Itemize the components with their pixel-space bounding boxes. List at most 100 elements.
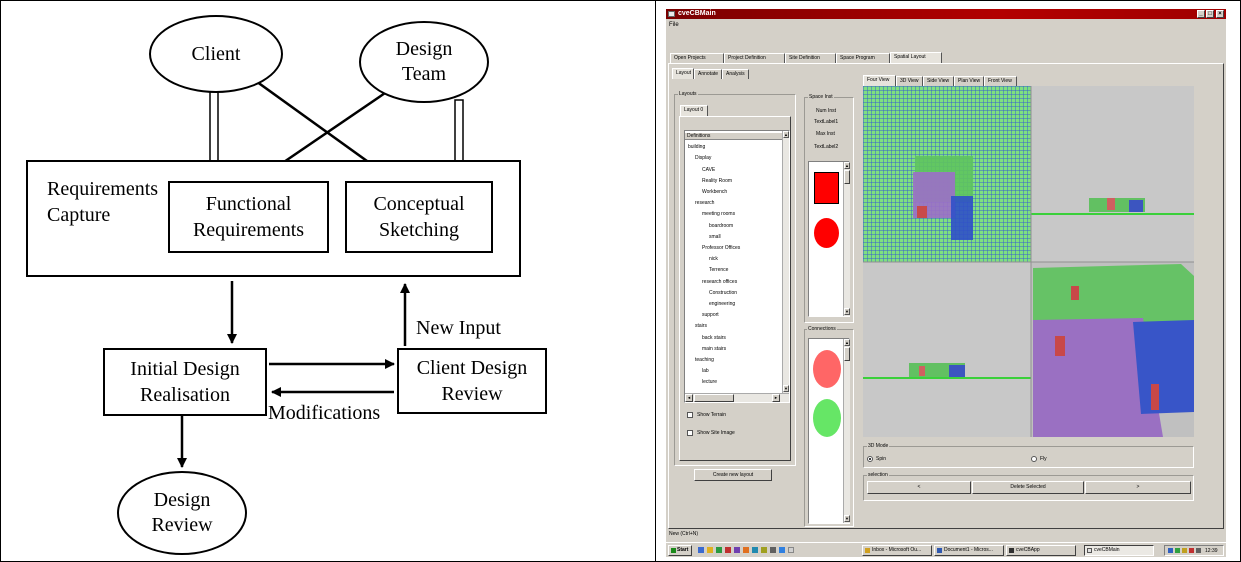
quicklaunch-icon-10[interactable] xyxy=(779,547,785,553)
quicklaunch-icon-5[interactable] xyxy=(734,547,740,553)
tab-plan-view[interactable]: Plan View xyxy=(954,76,984,86)
3d-block-blue xyxy=(1133,320,1194,414)
swatch-scroll-thumb[interactable] xyxy=(844,170,850,184)
scroll-down-icon[interactable]: ▼ xyxy=(783,385,789,392)
red-square-swatch[interactable] xyxy=(814,172,839,204)
tree-header[interactable]: Definitions xyxy=(685,133,782,140)
connections-scroll-thumb[interactable] xyxy=(844,347,850,361)
tab-3d-view[interactable]: 3D View xyxy=(896,76,923,86)
start-button[interactable]: Start xyxy=(668,545,692,556)
quicklaunch-icon-7[interactable] xyxy=(752,547,758,553)
connections-scroll-up-icon[interactable]: ▲ xyxy=(844,339,850,346)
tab-spatial-layout[interactable]: Spatial Layout xyxy=(890,52,942,63)
spin-label: Spin xyxy=(876,456,887,462)
tree-item[interactable]: building xyxy=(688,144,706,151)
tree-item[interactable]: small xyxy=(709,233,721,240)
tree-item[interactable]: research offices xyxy=(702,278,738,285)
four-view-viewport[interactable] xyxy=(863,86,1194,437)
tree-item[interactable]: teaching xyxy=(695,357,714,363)
quicklaunch-icon-8[interactable] xyxy=(761,547,767,553)
tab-four-view[interactable]: Four View xyxy=(863,75,896,86)
taskbar-document1[interactable]: Document1 - Micros... xyxy=(934,545,1004,556)
previous-button[interactable]: < xyxy=(867,481,971,494)
tray-icon-5[interactable] xyxy=(1196,548,1201,553)
red-circle-swatch[interactable] xyxy=(814,218,839,248)
tab-layout[interactable]: Layout xyxy=(672,68,694,79)
tab-open-projects[interactable]: Open Projects xyxy=(670,53,724,63)
tree-item[interactable]: Reality Room xyxy=(702,177,733,184)
tree-item[interactable]: Terrence xyxy=(709,267,729,274)
quicklaunch-icon-2[interactable] xyxy=(707,547,713,553)
tree-item[interactable]: lab xyxy=(702,368,709,375)
tree-item[interactable]: engineering xyxy=(709,301,736,307)
connections-scroll-down-icon[interactable]: ▼ xyxy=(844,515,850,522)
show-terrain-checkbox[interactable] xyxy=(687,412,693,418)
quicklaunch-icon-1[interactable] xyxy=(698,547,704,553)
space-swatch-list[interactable]: ▲ ▼ xyxy=(808,161,850,317)
tree-item[interactable]: meeting rooms xyxy=(702,211,736,218)
minimize-icon[interactable]: _ xyxy=(1197,10,1205,18)
tray-icon-1[interactable] xyxy=(1168,548,1173,553)
menu-file[interactable]: File xyxy=(669,22,679,28)
swatch-scroll-up-icon[interactable]: ▲ xyxy=(844,162,850,169)
quicklaunch-icon-3[interactable] xyxy=(716,547,722,553)
quicklaunch-icon-4[interactable] xyxy=(725,547,731,553)
tray-icon-3[interactable] xyxy=(1182,548,1187,553)
scroll-left-icon[interactable]: ◄ xyxy=(685,394,693,402)
tree-item[interactable]: research xyxy=(695,200,715,207)
tree-item[interactable]: Construction xyxy=(709,289,738,296)
show-site-image-checkbox[interactable] xyxy=(687,430,693,436)
tree-vertical-scrollbar[interactable]: ▲ ▼ xyxy=(782,131,789,393)
tree-item[interactable]: support xyxy=(702,312,719,319)
tab-site-definition[interactable]: Site Definition xyxy=(785,53,836,63)
taskbar-cvecbmain[interactable]: cveCBMain xyxy=(1084,545,1154,556)
connections-scrollbar[interactable]: ▲ ▼ xyxy=(843,339,850,523)
word-icon xyxy=(937,548,942,553)
delete-selected-button[interactable]: Delete Selected xyxy=(972,481,1084,494)
tab-space-program[interactable]: Space Program xyxy=(836,53,890,63)
fly-radio[interactable] xyxy=(1031,456,1037,462)
tab-front-view[interactable]: Front View xyxy=(984,76,1017,86)
tree-horizontal-scrollbar[interactable]: ◄ ► xyxy=(685,393,789,402)
taskbar-cvecbapp[interactable]: cveCBApp xyxy=(1006,545,1076,556)
pink-circle-swatch[interactable] xyxy=(813,350,841,388)
spin-radio[interactable] xyxy=(867,456,873,462)
quicklaunch-icon-6[interactable] xyxy=(743,547,749,553)
tree-item[interactable]: stairs xyxy=(695,323,707,330)
tray-icon-4[interactable] xyxy=(1189,548,1194,553)
swatch-scrollbar[interactable]: ▲ ▼ xyxy=(843,162,850,316)
green-circle-swatch[interactable] xyxy=(813,399,841,437)
client-design-review-box: Client Design Review xyxy=(397,348,547,414)
maximize-icon[interactable]: □ xyxy=(1206,10,1214,18)
tab-layout-0[interactable]: Layout 0 xyxy=(680,105,708,116)
scroll-up-icon[interactable]: ▲ xyxy=(783,131,789,138)
tree-item[interactable]: Professor Offices xyxy=(702,245,741,251)
taskbar-inbox[interactable]: Inbox - Microsoft Ou... xyxy=(862,545,932,556)
tab-project-definition[interactable]: Project Definition xyxy=(724,53,785,63)
space-inst-group-label: Space Inst xyxy=(808,94,834,100)
connections-swatch-list[interactable]: ▲ ▼ xyxy=(808,338,850,524)
tree-item[interactable]: nick xyxy=(709,256,718,263)
tree-item[interactable]: Display xyxy=(695,155,712,162)
swatch-scroll-down-icon[interactable]: ▼ xyxy=(844,308,850,315)
tree-item[interactable]: lecture xyxy=(702,379,718,386)
close-icon[interactable]: × xyxy=(1216,10,1224,18)
quicklaunch-icon-11[interactable] xyxy=(788,547,794,553)
connections-group-label: Connections xyxy=(807,326,837,332)
tree-item[interactable]: main stairs xyxy=(702,345,727,352)
tab-annotate[interactable]: Annotate xyxy=(694,69,722,79)
scroll-right-icon[interactable]: ► xyxy=(772,394,780,402)
tree-item[interactable]: boardroom xyxy=(709,222,734,229)
tree-item[interactable]: CAVE xyxy=(702,166,716,173)
tab-analysis[interactable]: Analysis xyxy=(722,69,749,79)
tab-side-view[interactable]: Side View xyxy=(923,76,954,86)
next-button[interactable]: > xyxy=(1085,481,1191,494)
create-new-layout-button[interactable]: Create new layout xyxy=(694,469,772,481)
title-bar[interactable]: cveCBMain _ □ × xyxy=(666,9,1226,19)
horizontal-scroll-thumb[interactable] xyxy=(694,394,734,402)
quicklaunch-icon-9[interactable] xyxy=(770,547,776,553)
tree-item[interactable]: Workbench xyxy=(702,189,728,195)
tree-item[interactable]: back stairs xyxy=(702,334,726,341)
tray-icon-2[interactable] xyxy=(1175,548,1180,553)
